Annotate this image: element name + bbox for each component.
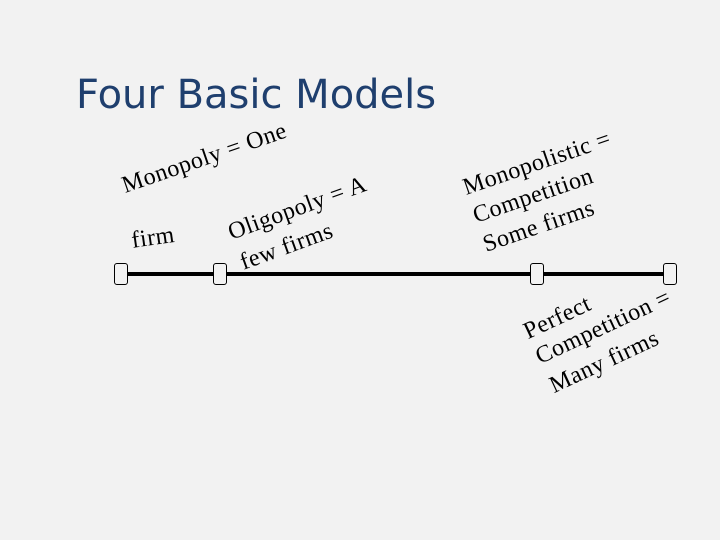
perfect-marker (663, 263, 677, 285)
slide-title: Four Basic Models (76, 72, 437, 118)
monopoly-label: Monopoly = One (118, 117, 291, 199)
oligopoly-marker (213, 263, 227, 285)
monopoly-marker (114, 263, 128, 285)
spectrum-line (120, 272, 670, 276)
monopoly-sublabel: firm (129, 221, 177, 254)
monopolistic-marker (530, 263, 544, 285)
